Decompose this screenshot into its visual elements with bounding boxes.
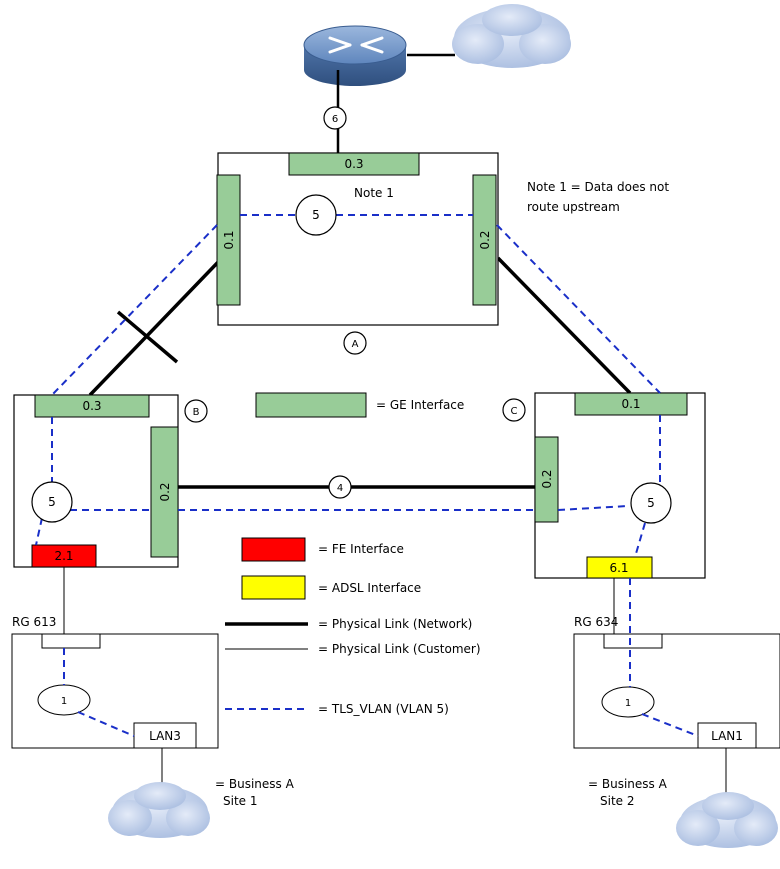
node-a-port-left-label: 0.1 [222, 230, 236, 249]
node-a-port-top [288, 152, 420, 176]
node-b-port-top [34, 394, 150, 418]
link-a-b [88, 256, 224, 397]
vlan-marker-a-label: 5 [312, 208, 320, 222]
rg-left-lan: LAN3 [149, 729, 181, 743]
router-icon [303, 25, 407, 86]
node-a-port-top-label: 0.3 [344, 157, 363, 171]
uplink-marker-label: 6 [332, 114, 338, 125]
rg-right-port [603, 633, 663, 649]
site1-cloud-icon [108, 782, 210, 838]
node-a-box [217, 152, 499, 326]
site2-line1: = Business A [588, 777, 668, 791]
node-a-note: Note 1 [354, 186, 394, 200]
rg-left-label: RG 613 [12, 615, 56, 629]
node-c-port-adsl-label: 6.1 [609, 561, 628, 575]
legend-phys-cust-label: = Physical Link (Customer) [318, 642, 481, 656]
legend-fe-swatch [241, 537, 306, 562]
node-c-port-top [574, 392, 688, 416]
vlan-marker-b [31, 481, 73, 523]
node-c-box [534, 392, 706, 579]
node-c-port-left-label: 0.2 [540, 469, 554, 488]
site2-cloud-icon [676, 792, 778, 848]
node-b-label: B [193, 407, 200, 418]
link-a-b-cut [116, 310, 179, 364]
node-c-port-left [534, 436, 559, 523]
site1-line2: Site 1 [223, 794, 258, 808]
node-a-port-left [216, 174, 241, 306]
tls-vlan-paths [35, 214, 699, 737]
vlan-marker-a [295, 194, 337, 236]
node-a-marker [343, 331, 367, 355]
legend-adsl-swatch [241, 575, 306, 600]
rg-left-lan-box [133, 722, 197, 749]
legend-phys-net-label: = Physical Link (Network) [318, 617, 472, 631]
legend-fe-label: = FE Interface [318, 542, 404, 556]
node-b-port-right [150, 426, 179, 558]
legend-tls-label: = TLS_VLAN (VLAN 5) [318, 702, 449, 716]
node-b-port-fe-label: 2.1 [54, 549, 73, 563]
node-c-marker [502, 398, 526, 422]
internet-cloud-icon [452, 4, 571, 68]
rg-left-port [41, 633, 101, 649]
legend-ge-swatch [255, 392, 367, 418]
node-c-port-adsl [586, 556, 653, 579]
link-bc-marker [328, 475, 352, 499]
rg-right-lan: LAN1 [711, 729, 743, 743]
rg-right-marker [601, 686, 655, 718]
vlan-marker-b-label: 5 [48, 495, 56, 509]
node-a-label: A [352, 339, 359, 350]
link-bc-marker-label: 4 [337, 483, 343, 494]
note-line2: route upstream [527, 200, 620, 214]
rg-left-marker-label: 1 [61, 696, 67, 707]
uplink-marker [323, 106, 347, 130]
node-a-port-right [472, 174, 497, 306]
rg-right-marker-label: 1 [625, 698, 631, 709]
rg-right-label: RG 634 [574, 615, 618, 629]
node-c-port-top-label: 0.1 [621, 397, 640, 411]
site2-line2: Site 2 [600, 794, 635, 808]
site1-line1: = Business A [215, 777, 295, 791]
vlan-marker-c-label: 5 [647, 496, 655, 510]
legend-adsl-label: = ADSL Interface [318, 581, 421, 595]
legend-ge-label: = GE Interface [376, 398, 464, 412]
link-a-c [496, 256, 632, 395]
vlan-marker-c [630, 482, 672, 524]
node-b-port-right-label: 0.2 [158, 482, 172, 501]
node-a-port-right-label: 0.2 [478, 230, 492, 249]
node-b-port-top-label: 0.3 [82, 399, 101, 413]
rg-right-lan-box [697, 722, 757, 749]
note-line1: Note 1 = Data does not [527, 180, 669, 194]
legend: = GE Interface = FE Interface = ADSL Int… [225, 392, 481, 716]
node-b-marker [184, 399, 208, 423]
node-c-label: C [511, 406, 518, 417]
